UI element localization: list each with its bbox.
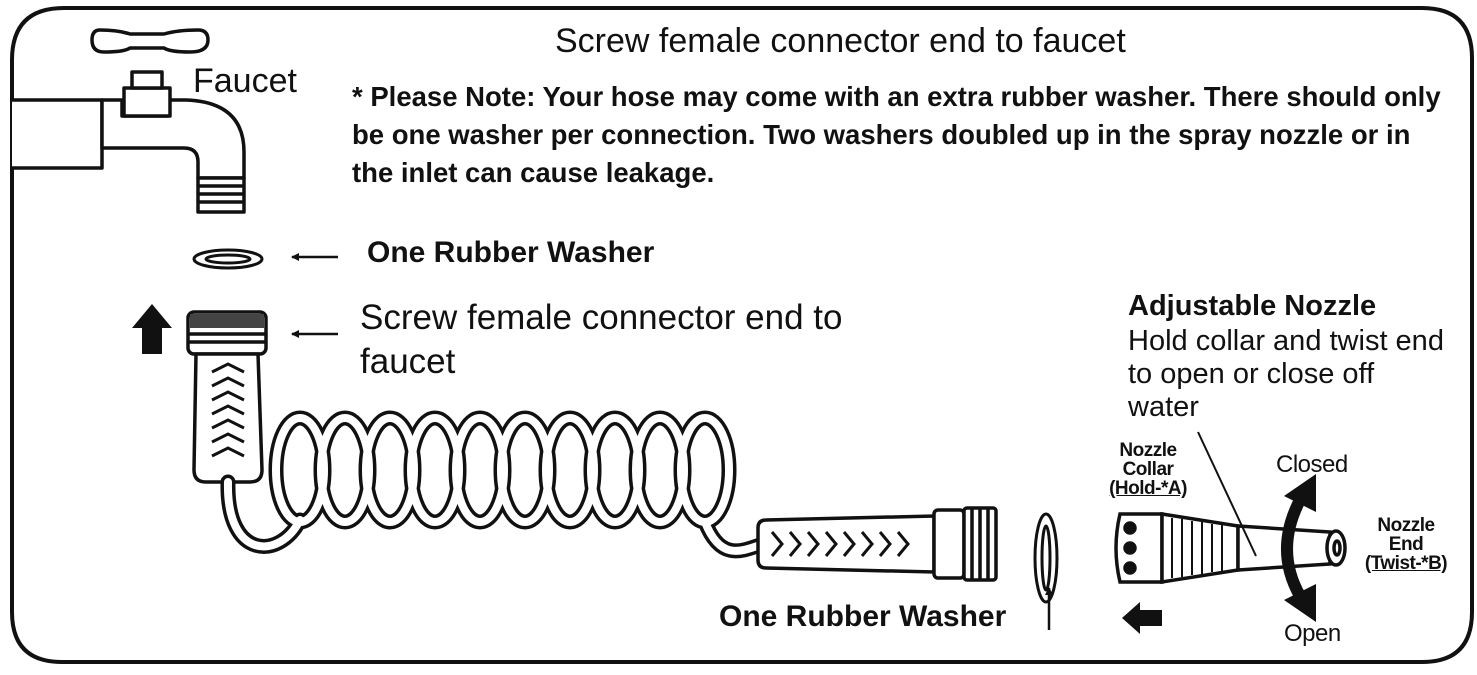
up-arrow-icon <box>132 304 172 354</box>
nozzle-end-line2: End <box>1388 534 1424 555</box>
description-pointer-line <box>1197 431 1257 557</box>
nozzle-end-line1: Nozzle <box>1377 515 1435 536</box>
nozzle-collar-label: Nozzle Collar (Hold-*A) <box>1096 441 1200 498</box>
nozzle-collar-line3: (Hold-*A) <box>1109 478 1187 499</box>
faucet-icon <box>12 28 246 214</box>
connector-instruction-label: Screw female connector end to faucet <box>360 298 843 381</box>
rubber-washer-bottom-label: One Rubber Washer <box>719 600 1007 633</box>
coiled-hose-icon <box>220 410 768 559</box>
faucet-label: Faucet <box>193 62 297 100</box>
nozzle-collar-line2: Collar <box>1122 459 1174 480</box>
left-arrow-icon <box>1122 602 1162 634</box>
nozzle-end-line3: (Twist-*B) <box>1364 553 1448 574</box>
rubber-washer-top-icon <box>192 248 264 270</box>
rubber-washer-bottom-icon <box>1033 512 1059 604</box>
twist-direction-arrow-icon <box>1281 474 1316 622</box>
nozzle-description: Hold collar and twist end to open or clo… <box>1128 325 1444 423</box>
nozzle-title: Adjustable Nozzle <box>1128 290 1377 322</box>
outer-frame <box>10 6 1474 664</box>
female-connector-icon <box>186 310 268 484</box>
adjustable-nozzle-icon <box>1114 511 1347 585</box>
diagram-title: Screw female connector end to faucet <box>555 22 1126 60</box>
male-connector-icon <box>756 506 998 582</box>
rubber-washer-top-label: One Rubber Washer <box>367 236 655 269</box>
nozzle-end-label: Nozzle End (Twist-*B) <box>1352 516 1460 573</box>
washer-note: * Please Note: Your hose may come with a… <box>352 81 1441 188</box>
closed-label: Closed <box>1276 451 1348 478</box>
nozzle-collar-line1: Nozzle <box>1119 440 1177 461</box>
open-label: Open <box>1284 620 1341 647</box>
